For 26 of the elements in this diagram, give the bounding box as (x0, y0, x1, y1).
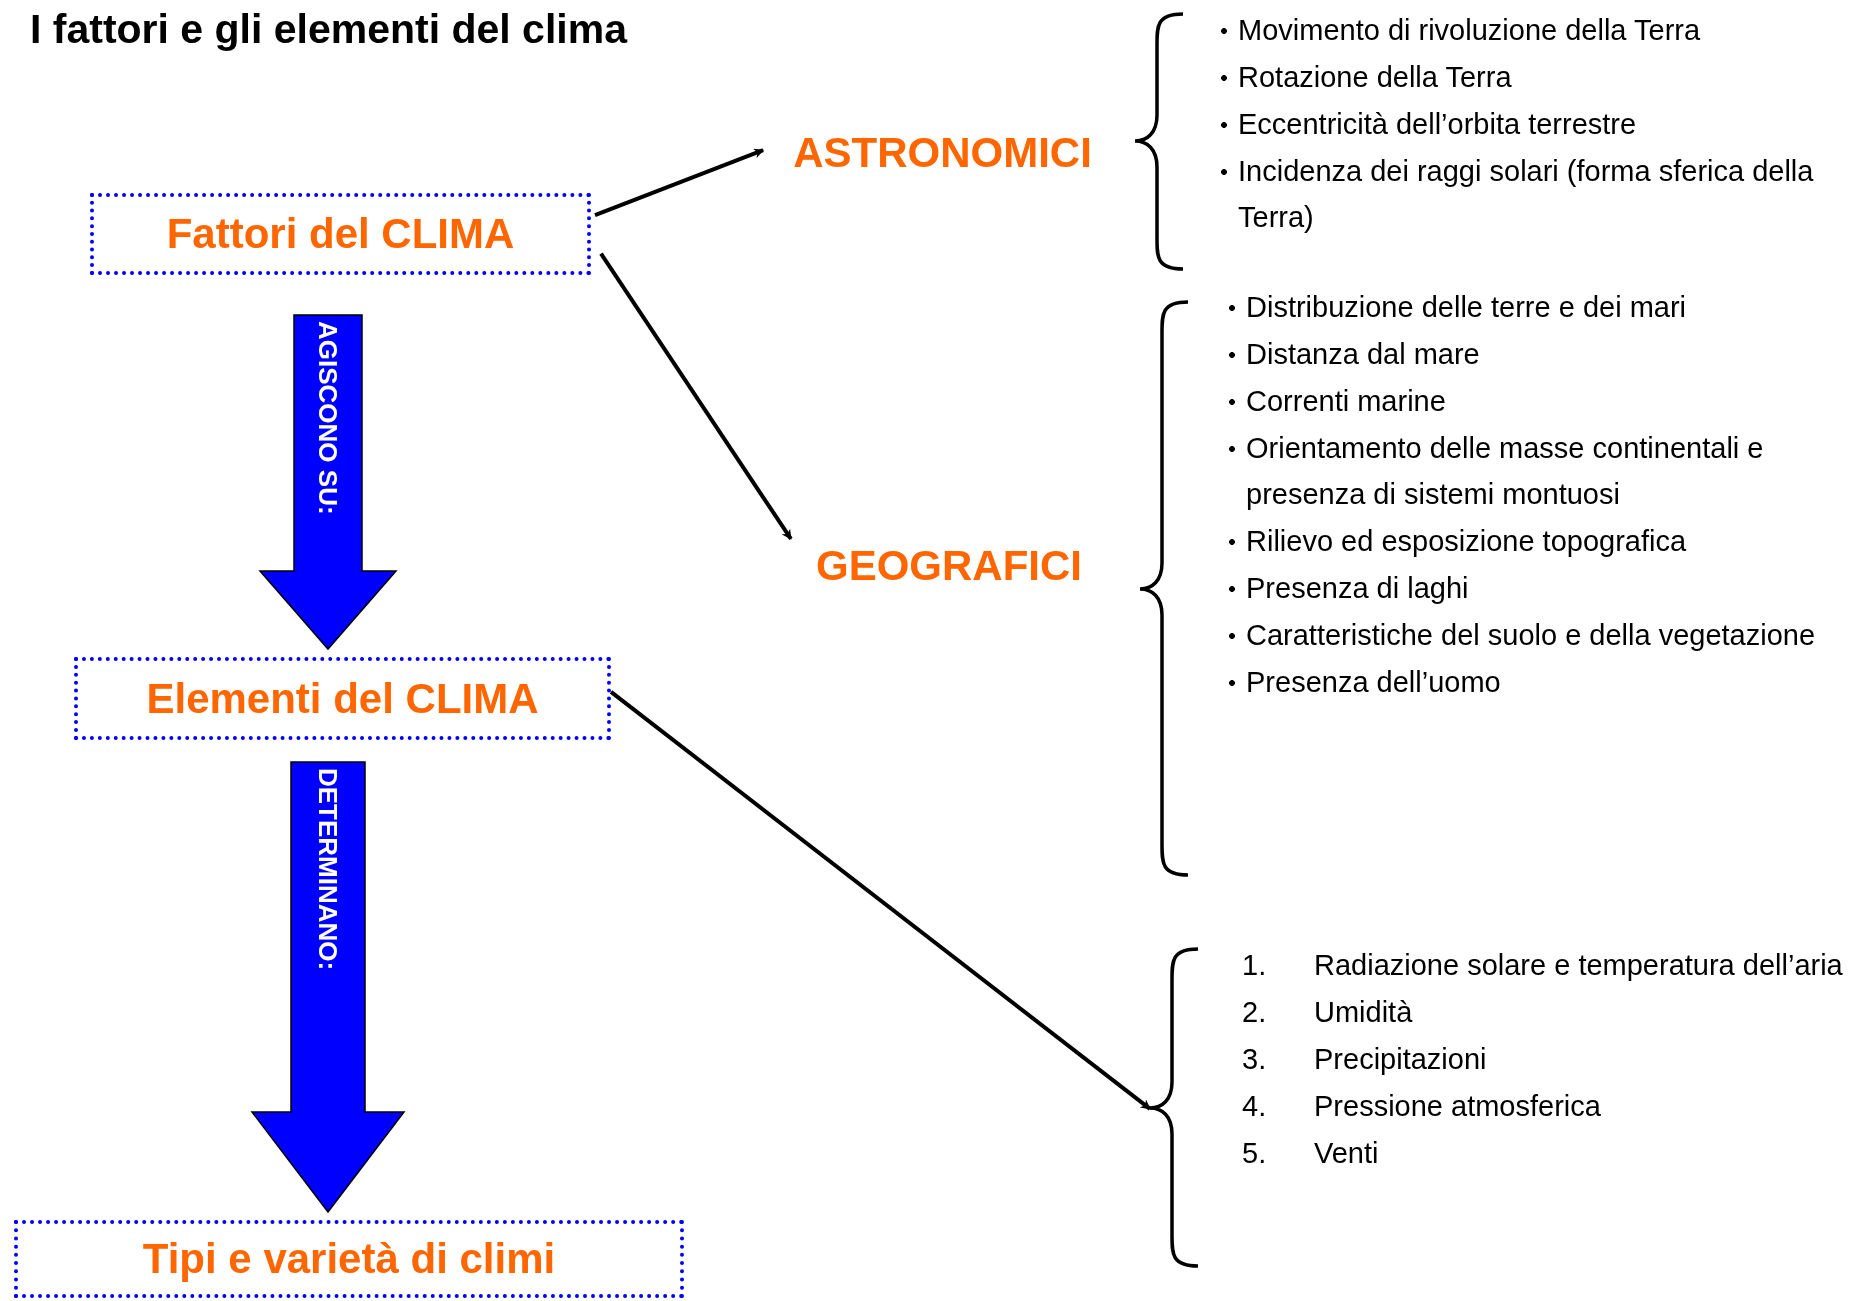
arrow (599, 252, 793, 541)
list-item: Venti (1314, 1136, 1379, 1171)
arrow (609, 690, 1152, 1111)
dotted-box (74, 657, 611, 740)
arrow (594, 148, 765, 217)
list-item: Precipitazioni (1314, 1042, 1487, 1077)
edge-label: AGISCONO SU: (313, 321, 343, 515)
list-item: Umidità (1314, 995, 1413, 1030)
list-item: Pressione atmosferica (1314, 1089, 1601, 1124)
category-heading: ASTRONOMICI (793, 129, 1092, 177)
dotted-box (14, 1220, 684, 1298)
box-heading: Tipi e varietà di climi (142, 1235, 556, 1283)
edge-label: DETERMINANO: (313, 768, 343, 971)
list-item: Radiazione solare e temperatura dell’aria (1314, 948, 1843, 983)
list-number: 3. (1242, 1042, 1268, 1077)
box-heading: Fattori del CLIMA (166, 210, 515, 258)
block-arrow (250, 761, 406, 1214)
diagram-title: I fattori e gli elementi del clima (30, 6, 627, 53)
list-number: 4. (1242, 1089, 1268, 1124)
block-arrow (258, 314, 398, 651)
list-number: 1. (1242, 948, 1268, 983)
list-number: 2. (1242, 995, 1268, 1030)
dotted-box (90, 193, 591, 275)
list-number: 5. (1242, 1136, 1268, 1171)
category-heading: GEOGRAFICI (816, 542, 1082, 590)
box-heading: Elementi del CLIMA (146, 674, 539, 723)
